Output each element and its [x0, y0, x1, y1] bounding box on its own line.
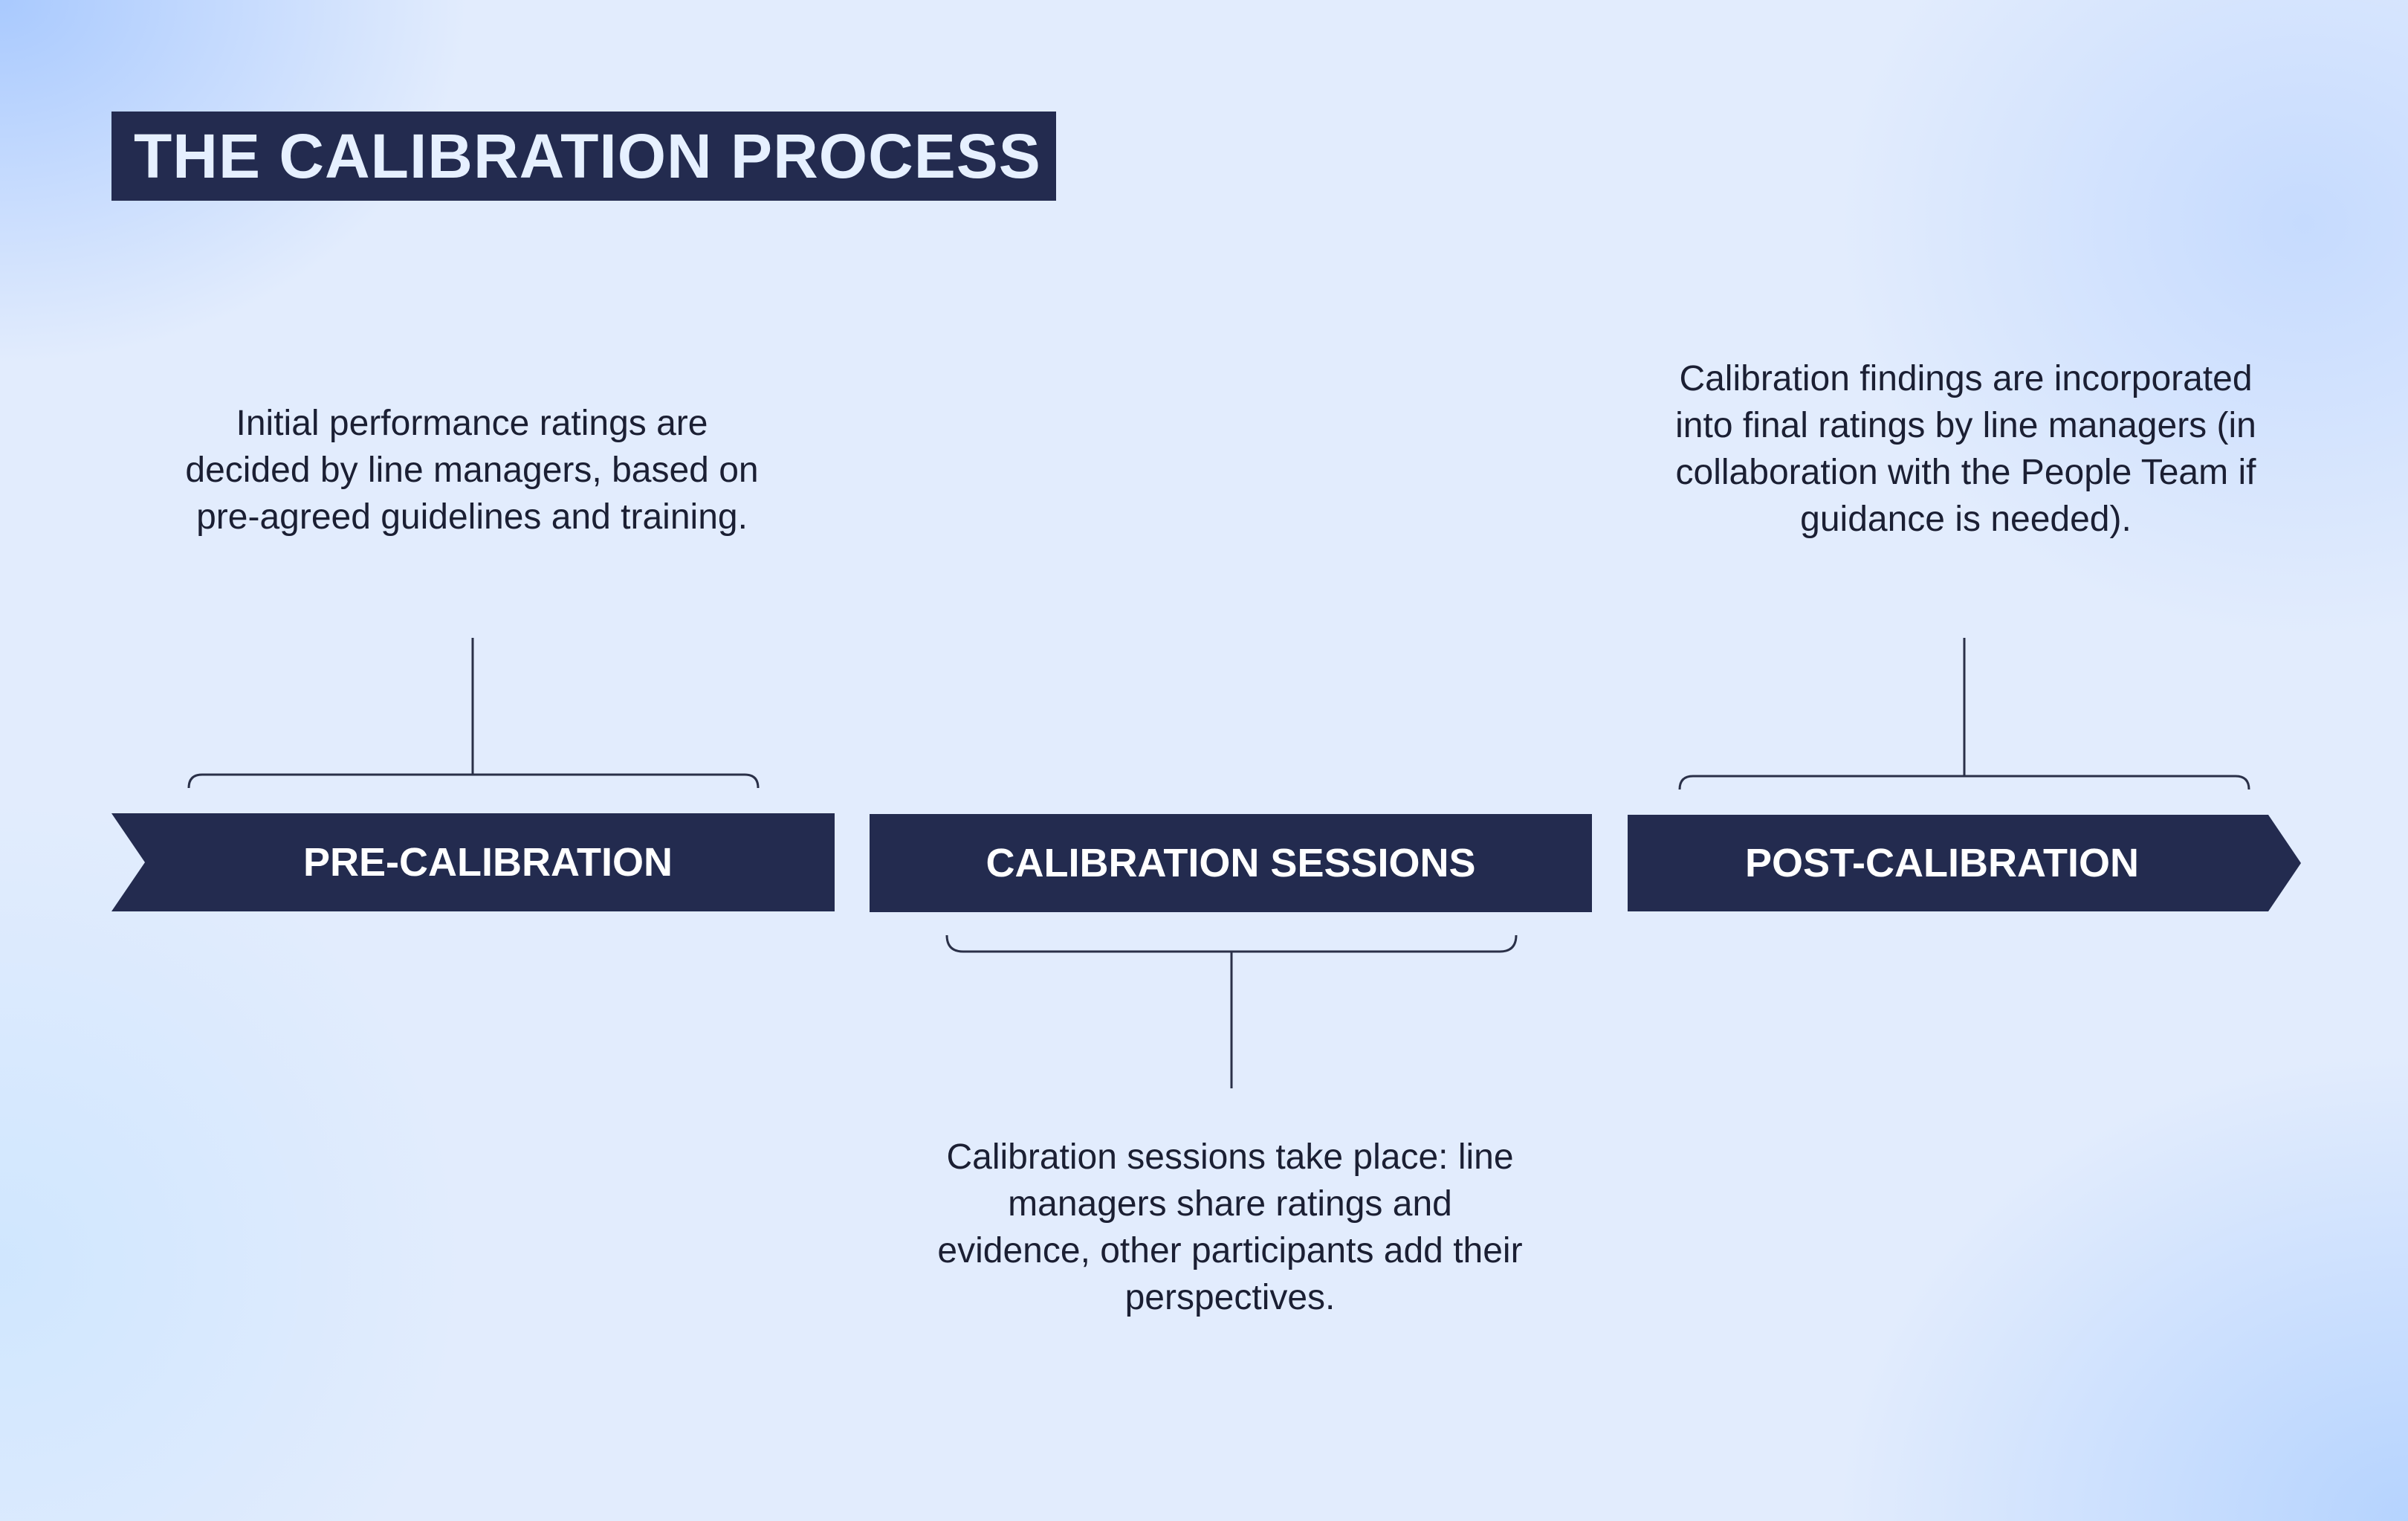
stage-pre-calibration: PRE-CALIBRATION: [111, 813, 835, 911]
stage-calibration-sessions: CALIBRATION SESSIONS: [870, 814, 1592, 912]
page-title: THE CALIBRATION PROCESS: [134, 120, 1041, 191]
bracket-calibration-sessions: [945, 934, 1518, 953]
title-banner: THE CALIBRATION PROCESS: [111, 112, 1056, 201]
calibration-sessions-description: Calibration sessions take place: line ma…: [937, 1137, 1523, 1317]
stage-label: CALIBRATION SESSIONS: [985, 841, 1476, 885]
bracket-pre-calibration: [187, 773, 760, 789]
stage-post-calibration: POST-CALIBRATION: [1628, 815, 2301, 911]
stage-label: PRE-CALIBRATION: [303, 840, 673, 885]
bracket-post-calibration: [1678, 775, 2250, 790]
post-calibration-description: Calibration findings are incorporated in…: [1675, 359, 2256, 539]
stage-label: POST-CALIBRATION: [1745, 841, 2139, 885]
pre-calibration-description: Initial performance ratings are decided …: [185, 404, 759, 537]
